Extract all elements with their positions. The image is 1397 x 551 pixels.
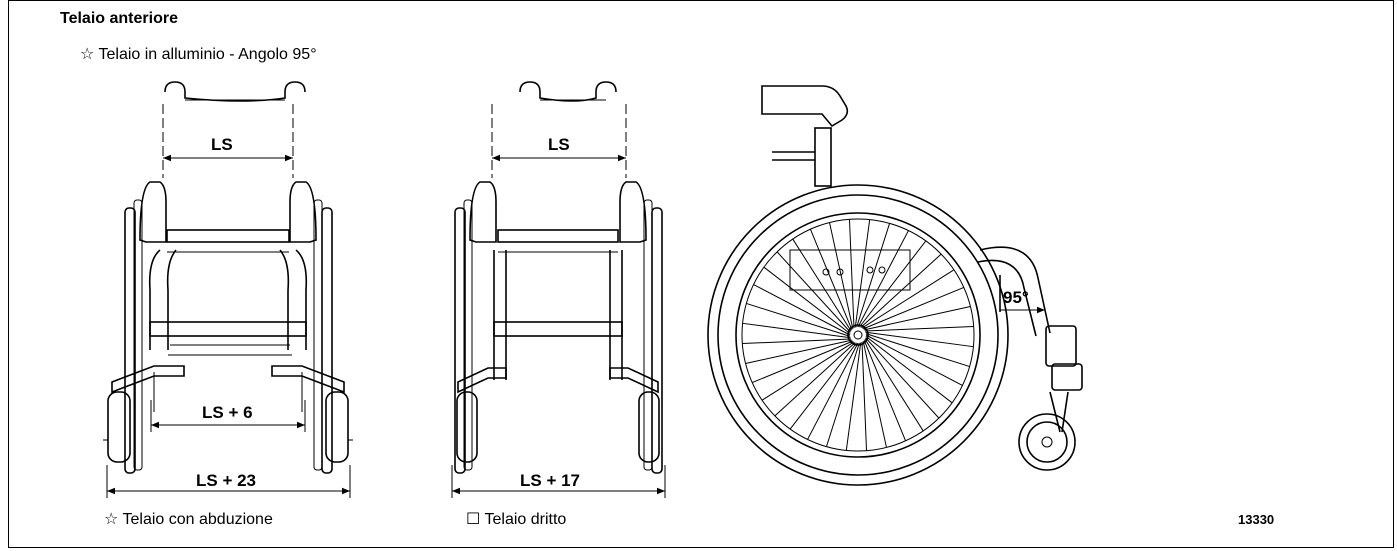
wheel-spoke <box>753 284 851 336</box>
wheel-spoke <box>865 337 940 419</box>
wheel-spoke <box>861 269 955 329</box>
drawing-frame <box>8 0 1394 548</box>
wheel-spoke <box>856 223 891 328</box>
wheel-spoke <box>864 325 974 332</box>
straight-caption: ☐ Telaio dritto <box>466 511 567 528</box>
wheel-spoke <box>825 342 860 447</box>
abduction-inner-width-label: LS + 6 <box>202 403 253 422</box>
wheel-spoke <box>789 342 858 430</box>
section-subtitle: ☆ Telaio in alluminio - Angolo 95° <box>80 46 317 63</box>
wheel-spoke <box>807 342 859 440</box>
wheel-spoke <box>742 338 852 345</box>
wheel-spoke <box>865 331 974 348</box>
wheel-spoke <box>854 219 871 328</box>
wheel-spoke <box>829 222 854 329</box>
wheel-spoke <box>774 342 856 417</box>
wheel-spoke <box>848 219 855 329</box>
wheel-spoke <box>845 342 862 451</box>
abduction-frame-drawing: LS LS + 6 LS + 23 <box>103 81 353 498</box>
straight-seat-width-label: LS <box>548 135 570 154</box>
wheel-spoke <box>752 340 854 384</box>
abduction-caption: ☆ Telaio con abduzione <box>104 511 273 528</box>
wheel-spoke <box>742 322 851 339</box>
straight-outer-width-label: LS + 17 <box>520 471 580 490</box>
wheel-spoke <box>862 286 964 330</box>
wheel-spoke <box>745 339 852 364</box>
wheel-spoke <box>860 253 942 328</box>
wheel-spoke <box>865 333 970 368</box>
wheel-spoke <box>865 335 953 404</box>
wheel-spoke <box>857 230 909 328</box>
side-view-drawing: 95° <box>707 85 1083 486</box>
figure-code: 13330 <box>1238 512 1275 527</box>
wheel-spoke <box>861 341 868 451</box>
section-title: Telaio anteriore <box>60 10 178 27</box>
straight-frame-drawing: LS LS + 17 <box>451 81 666 498</box>
wheel-spoke <box>746 302 851 337</box>
side-angle-label: 95° <box>1003 288 1029 307</box>
wheel-spoke <box>776 251 851 333</box>
wheel-spoke <box>792 238 852 332</box>
wheel-spoke <box>864 338 924 432</box>
wheel-spoke <box>865 334 963 386</box>
wheel-spoke <box>763 266 851 335</box>
abduction-seat-width-label: LS <box>211 135 233 154</box>
wheel-spoke <box>862 341 887 448</box>
wheel-spoke <box>863 339 907 441</box>
wheel-spoke <box>761 341 855 401</box>
wheel-spoke <box>864 306 971 331</box>
abduction-outer-width-label: LS + 23 <box>196 471 256 490</box>
wheel-spoke <box>858 240 927 328</box>
wheel-spoke <box>809 229 853 331</box>
